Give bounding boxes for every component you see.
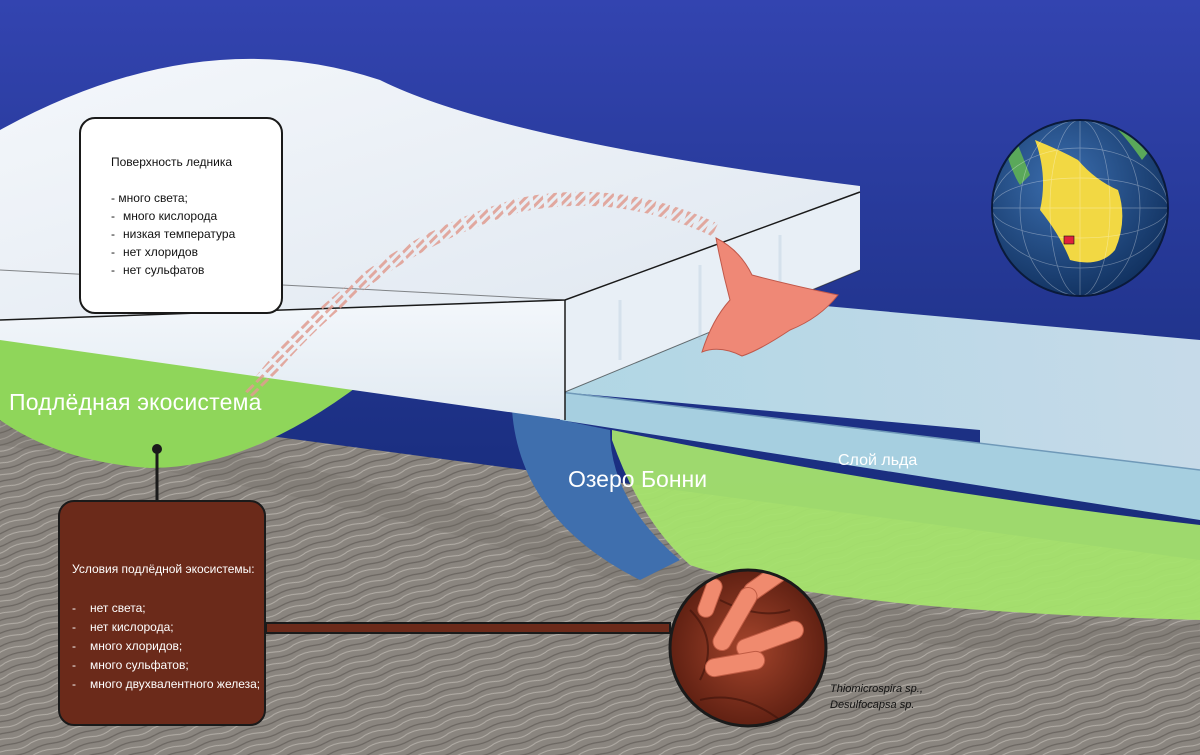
lake-label: Озеро Бонни (568, 466, 708, 492)
flow-arc (244, 191, 718, 400)
surface-item: -низкая температура (111, 227, 236, 241)
species-caption: Thiomicrospira sp., Desulfocapsa sp. (830, 681, 923, 713)
bacteria-magnifier-icon (668, 568, 828, 728)
species-line: Thiomicrospira sp., (830, 683, 923, 695)
lake-water (512, 410, 680, 580)
conditions-item: -нет кислорода; (72, 620, 174, 634)
species-line: Desulfocapsa sp. (830, 699, 915, 711)
glacier-surface-box: Поверхность ледника - много света; -мног… (79, 117, 283, 314)
sediment-ground (0, 400, 1200, 755)
connector-bar (265, 622, 671, 634)
ecosystem-label: Подлёдная экосистема (9, 389, 262, 415)
surface-item: -нет сульфатов (111, 263, 205, 277)
surface-item: -нет хлоридов (111, 245, 198, 259)
surface-item: - много света; (111, 191, 188, 205)
conditions-item: -много хлоридов; (72, 639, 183, 653)
ice-layer (560, 392, 1200, 520)
ice-layer-label: Слой льда (838, 452, 918, 469)
conditions-box: Условия подлёдной экосистемы: -нет света… (58, 500, 266, 726)
brine-plume (701, 237, 839, 357)
conditions-item: -много двухвалентного железа; (72, 677, 261, 691)
conditions-title: Условия подлёдной экосистемы: (72, 562, 255, 576)
glacier-front (565, 192, 860, 392)
conditions-item: -нет света; (72, 601, 146, 615)
surface-item: -много кислорода (111, 209, 218, 223)
globe-antarctica-icon (991, 119, 1169, 297)
conditions-item: -много сульфатов; (72, 658, 189, 672)
surface-title: Поверхность ледника (111, 155, 233, 169)
